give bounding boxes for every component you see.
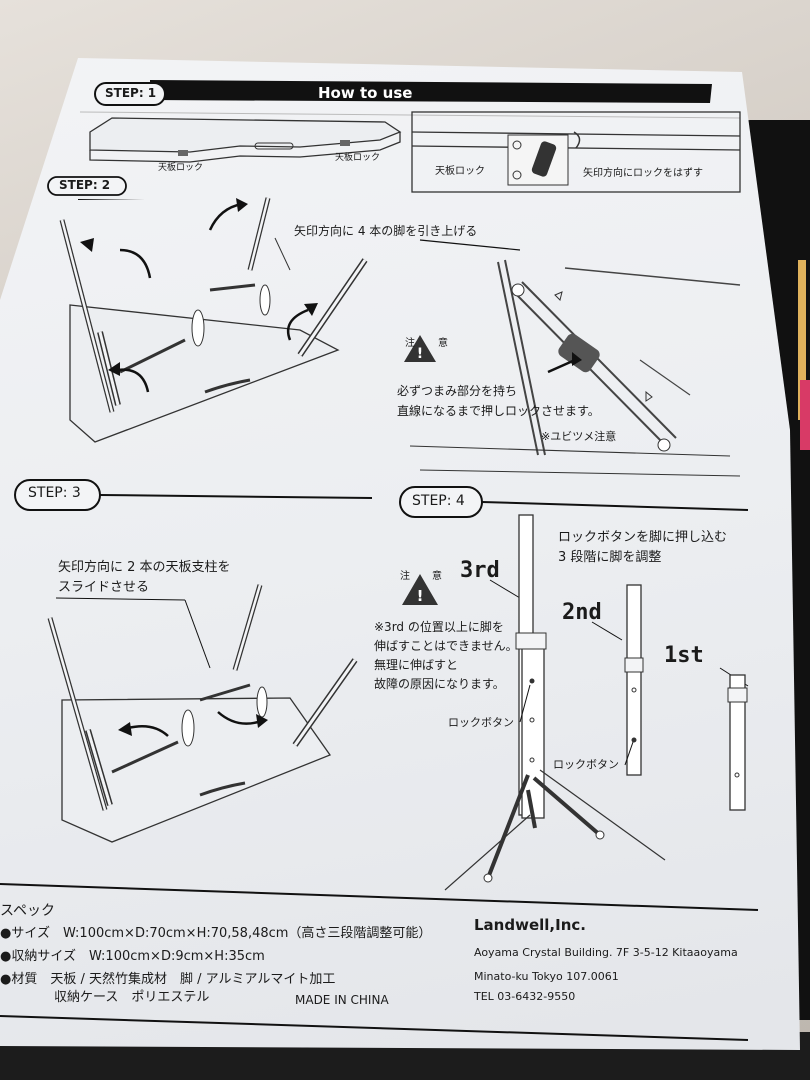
spec-case-line: 収納ケース ポリエステル [54, 990, 210, 1005]
step1-lock-label-right: 天板ロック [335, 153, 381, 163]
step2-label: STEP: 2 [59, 178, 111, 192]
pink-object-background [800, 380, 810, 450]
wood-strip-background [798, 260, 806, 420]
company-tel: TEL 03-6432-9550 [474, 990, 576, 1003]
step2-illustration: ! [47, 176, 741, 477]
step1-header-bar [79, 80, 741, 119]
company-address-line2: Minato-ku Tokyo 107.0061 [474, 970, 619, 983]
step4-caution-left: 注 [400, 571, 410, 582]
step4-warning-line4: 故障の原因になります。 [374, 677, 505, 691]
step4-instruction-line1: ロックボタンを脚に押し込む [558, 530, 728, 545]
spec-storage-line: ●収納サイズ W:100cm×D:9cm×H:35cm [0, 949, 265, 964]
svg-text:!: ! [417, 346, 423, 362]
step1-lock-label-left: 天板ロック [158, 163, 204, 173]
step4-warning-line3: 無理に伸ばすと [374, 658, 459, 672]
step2-caution-right: 意 [438, 338, 448, 349]
step4-height-1st: 1st [664, 643, 704, 668]
svg-text:!: ! [417, 587, 424, 605]
step2-instruction: 矢印方向に 4 本の脚を引き上げる [294, 224, 478, 238]
step3-illustration [14, 479, 373, 843]
company-address-line1: Aoyama Crystal Building. 7F 3-5-12 Kitaa… [474, 946, 738, 959]
spec-heading: スペック [0, 903, 56, 919]
step2-caution-line1: 必ずつまみ部分を持ち [397, 384, 518, 398]
step4-height-3rd: 3rd [460, 558, 500, 583]
step1-label: STEP: 1 [105, 86, 157, 100]
spec-size-line: ●サイズ W:100cm×D:70cm×H:70,58,48cm（高さ三段階調整… [0, 926, 432, 941]
step3-instruction-line2: スライドさせる [58, 580, 150, 595]
step4-warning-line1: ※3rd の位置以上に脚を [374, 620, 504, 634]
step4-illustration: ! [399, 486, 749, 891]
step2-caution-left: 注 [405, 338, 415, 349]
spec-material-line: ●材質 天板 / 天然竹集成材 脚 / アルミアルマイト加工 [0, 972, 336, 987]
step4-lock-button-label-1: ロックボタン [448, 716, 514, 729]
company-name: Landwell,Inc. [474, 916, 586, 934]
step3-instruction-line1: 矢印方向に 2 本の天板支柱を [58, 560, 231, 575]
step4-label: STEP: 4 [412, 493, 465, 509]
step4-lock-button-label-2: ロックボタン [553, 758, 619, 771]
step1-illustration [77, 111, 751, 200]
made-in-label: MADE IN CHINA [295, 993, 389, 1007]
step1-detail-release-label: 矢印方向にロックをはずす [583, 168, 703, 179]
step4-warning-line2: 伸ばすことはできません。 [374, 639, 518, 653]
step4-caution-right: 意 [432, 571, 442, 582]
page-title: How to use [318, 84, 413, 102]
step4-instruction-line2: 3 段階に脚を調整 [558, 550, 662, 565]
step4-height-2nd: 2nd [562, 600, 602, 625]
step1-detail-lock-label: 天板ロック [435, 166, 485, 177]
step2-pinch-note: ※ユビツメ注意 [541, 430, 617, 443]
step3-label: STEP: 3 [28, 485, 81, 501]
step2-caution-line2: 直線になるまで押しロックさせます。 [397, 404, 600, 418]
